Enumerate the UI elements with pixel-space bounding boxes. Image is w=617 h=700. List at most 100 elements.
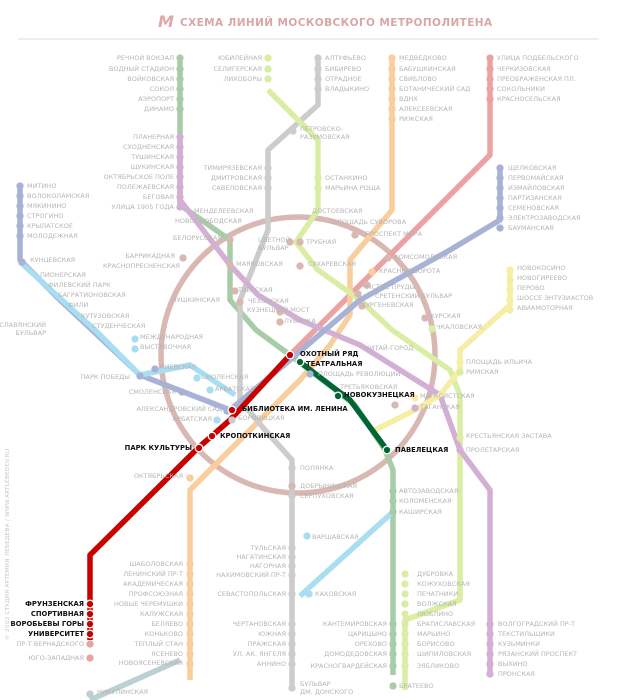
- station-label: ПРАЖСКАЯ: [248, 640, 286, 648]
- station-label: КРЫЛАТСКОЕ: [27, 222, 73, 230]
- station-dot: [288, 571, 296, 579]
- station-dot: [486, 670, 494, 678]
- station-label: ОРЕХОВО: [355, 640, 387, 648]
- station-dot: [264, 164, 272, 172]
- station-label: БУЛЬВАР: [258, 244, 289, 252]
- copyright-credit: © 2003 СТУДИЯ АРТЕМИЯ ЛЕБЕДЕВА / WWW.ART…: [4, 449, 11, 640]
- station-dot-active: [85, 609, 95, 619]
- station-label: ТУШИНСКАЯ: [130, 153, 174, 161]
- station-label: СЕРПУХОВСКАЯ: [300, 492, 354, 500]
- station-dot: [421, 314, 429, 322]
- station-label: ВОЛОКОЛАМСКАЯ: [27, 192, 89, 200]
- station-label: ЗЯБЛИКОВО: [417, 662, 459, 670]
- station-label: ВЫСТАВОЧНАЯ: [140, 343, 191, 351]
- station-dot: [389, 650, 397, 658]
- station-dot: [288, 562, 296, 570]
- station-label: СЕВАСТОПОЛЬСКАЯ: [217, 590, 286, 598]
- station-dot: [486, 660, 494, 668]
- station-label: КУНЦЕВСКАЯ: [30, 256, 75, 264]
- station-dot: [176, 193, 184, 201]
- station-dot: [314, 85, 322, 93]
- station-dot: [486, 640, 494, 648]
- station-label: ШАБОЛОВСКАЯ: [129, 560, 183, 568]
- station-label: МЕДВЕДКОВО: [399, 54, 447, 62]
- station-label: ЛЮБЛИНО: [417, 610, 453, 618]
- station-label: ЧЕРТАНОВСКАЯ: [233, 620, 286, 628]
- station-label: БОРИСОВО: [417, 640, 455, 648]
- station-dot: [411, 394, 419, 402]
- station-dot: [401, 620, 409, 628]
- station-label: СТРОГИНО: [27, 212, 63, 220]
- station-label: КУЗНЕЦКИЙ МОСТ: [247, 305, 309, 314]
- station-label: ТРУБНАЯ: [305, 238, 336, 246]
- station-dot: [486, 95, 494, 103]
- station-dot: [303, 532, 311, 540]
- station-label: БАГРАТИОНОВСКАЯ: [58, 291, 126, 299]
- station-label: БУЛЬВАР: [15, 329, 46, 337]
- station-dot: [456, 446, 464, 454]
- station-label: КИЕВСКАЯ: [160, 363, 196, 371]
- station-dot: [384, 254, 392, 262]
- station-dot: [486, 75, 494, 83]
- station-label: МЯКИНИНО: [27, 202, 66, 210]
- station-dot: [236, 298, 244, 306]
- station-dot: [264, 184, 272, 192]
- station-dot: [496, 174, 504, 182]
- station-dot: [186, 620, 194, 628]
- station-dot: [486, 65, 494, 73]
- station-label-highlight: ТЕАТРАЛЬНАЯ: [306, 360, 362, 368]
- station-label: СТУДЕНЧЕСКАЯ: [92, 322, 145, 330]
- station-dot: [86, 654, 94, 662]
- station-dot: [264, 65, 272, 73]
- station-label: ЩЕЛКОВСКАЯ: [508, 164, 556, 172]
- station-label: ЛИХОБОРЫ: [223, 75, 262, 83]
- station-label: БАУМАНСКАЯ: [508, 224, 554, 232]
- station-dot: [289, 127, 297, 135]
- station-dot: [358, 302, 366, 310]
- station-dot: [288, 640, 296, 648]
- station-label: ПОЛЕЖАЕВСКАЯ: [117, 183, 174, 191]
- station-dot: [506, 266, 514, 274]
- station-label: БИБИРЕВО: [325, 65, 361, 73]
- station-dot: [178, 388, 186, 396]
- station-label: ВДНХ: [399, 95, 418, 103]
- line-kaluzhsko-rizhskaya: [187, 58, 395, 680]
- station-label: КОЖУХОВСКАЯ: [417, 580, 470, 588]
- station-label: КОМСОМОЛЬСКАЯ: [394, 253, 457, 261]
- station-dot: [506, 306, 514, 314]
- station-label: ТИМИРЯЗЕВСКАЯ: [202, 164, 262, 172]
- station-label: НОВОЯСЕНЕВСКАЯ: [119, 659, 183, 667]
- station-dot: [288, 464, 296, 472]
- station-dot: [186, 600, 194, 608]
- station-dot: [276, 318, 284, 326]
- station-label: ЧЕХОВСКАЯ: [248, 297, 289, 305]
- station-label-highlight: ФРУНЗЕНСКАЯ: [25, 600, 84, 608]
- station-dot: [131, 345, 139, 353]
- station-label: ТЕКСТИЛЬЩИКИ: [497, 630, 555, 638]
- station-dot: [186, 640, 194, 648]
- station-label: БРАТЕЕВО: [399, 682, 434, 690]
- station-label: АЭРОПОРТ: [138, 95, 174, 103]
- station-label: ДОМОДЕДОВСКАЯ: [324, 650, 387, 658]
- station-label: ПРОСПЕКТ МИРА: [365, 230, 422, 238]
- station-label: ИЗМАЙЛОВСКАЯ: [508, 183, 565, 192]
- station-dot: [176, 143, 184, 151]
- station-label: ПРОНСКАЯ: [498, 670, 535, 678]
- station-dot: [496, 224, 504, 232]
- station-label: АЛЕКСЕЕВСКАЯ: [399, 105, 452, 113]
- station-dot: [186, 610, 194, 618]
- station-dot: [16, 222, 24, 230]
- station-dot: [314, 184, 322, 192]
- circle-line: [158, 214, 438, 496]
- station-dot: [228, 416, 236, 424]
- station-label: АРБАТСКАЯ: [173, 415, 212, 423]
- station-label: ЧКАЛОВСКАЯ: [436, 323, 482, 331]
- station-label: МЕЖДУНАРОДНАЯ: [140, 333, 203, 341]
- station-dot: [288, 660, 296, 668]
- station-dot: [314, 65, 322, 73]
- station-dot: [506, 296, 514, 304]
- station-label: РАЗУМОВСКАЯ: [300, 133, 350, 141]
- station-dot: [136, 372, 144, 380]
- station-label: СРЕТЕНСКИЙ БУЛЬВАР: [375, 291, 452, 300]
- station-label: ДИНАМО: [144, 105, 174, 113]
